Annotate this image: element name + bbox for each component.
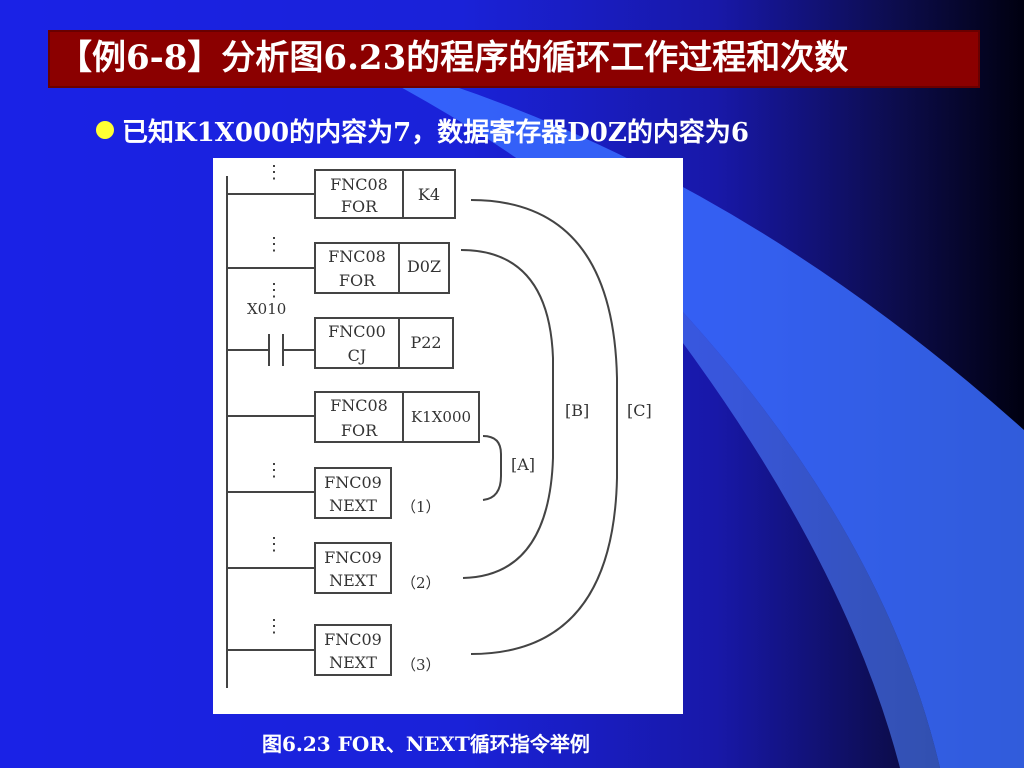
- operand-box-4: [402, 391, 480, 443]
- bullet-text: 已知K1X000的内容为7，数据寄存器D0Z的内容为6: [122, 117, 749, 148]
- ladder-diagram-figure: ⋮ ⋮ ⋮ ⋮ ⋮ ⋮ FNC08 FOR K4 FNC08 FOR D0Z X…: [213, 158, 683, 714]
- block-6-code: FNC09: [324, 548, 382, 567]
- rung-next-3: FNC09 NEXT （3）: [227, 624, 441, 676]
- title-bar: [48, 30, 980, 88]
- loop-bracket-a: [A]: [482, 435, 535, 501]
- ellipsis-4: ⋮: [265, 460, 283, 481]
- figure-caption: 图6.23 FOR、NEXT循环指令举例: [262, 732, 590, 756]
- next-tag-3: （3）: [401, 656, 441, 674]
- ellipsis-6: ⋮: [265, 616, 283, 637]
- rung-next-2: FNC09 NEXT （2）: [227, 542, 441, 594]
- loop-label-a: [A]: [511, 455, 535, 474]
- ellipsis-5: ⋮: [265, 534, 283, 555]
- instruction-box-7: [314, 624, 392, 676]
- block-2-code: FNC08: [328, 247, 386, 266]
- block-7-mnemonic: NEXT: [329, 653, 377, 672]
- operand-box-1: [402, 169, 456, 219]
- block-3-operand: P22: [410, 333, 441, 352]
- slide-title: 【例6-8】分析图6.23的程序的循环工作过程和次数: [58, 38, 849, 78]
- block-4-code: FNC08: [330, 396, 388, 415]
- block-3-mnemonic: CJ: [348, 346, 367, 365]
- bullet-dot-icon: [96, 121, 114, 139]
- block-6-mnemonic: NEXT: [329, 571, 377, 590]
- rung-for-k4: FNC08 FOR K4: [227, 169, 456, 219]
- operand-box-2: [398, 242, 450, 294]
- loop-label-c: [C]: [627, 401, 652, 420]
- block-2-operand: D0Z: [407, 257, 441, 276]
- bullet-item: 已知K1X000的内容为7，数据寄存器D0Z的内容为6: [96, 110, 749, 150]
- rung-next-1: FNC09 NEXT （1）: [227, 467, 441, 519]
- contact-label-x010: X010: [247, 300, 286, 318]
- block-1-code: FNC08: [330, 175, 388, 194]
- rung-for-k1x000: FNC08 FOR K1X000: [227, 391, 480, 443]
- next-tag-1: （1）: [401, 498, 441, 516]
- rung-for-d0z: FNC08 FOR D0Z: [227, 242, 450, 294]
- block-7-code: FNC09: [324, 630, 382, 649]
- rung-cj-p22: X010 FNC00 CJ P22: [227, 300, 454, 369]
- ellipsis-1: ⋮: [265, 162, 283, 183]
- instruction-box-5: [314, 467, 392, 519]
- block-5-mnemonic: NEXT: [329, 496, 377, 515]
- loop-bracket-c: [C]: [470, 199, 652, 655]
- ellipsis-3: ⋮: [265, 280, 283, 301]
- ladder-diagram: ⋮ ⋮ ⋮ ⋮ ⋮ ⋮ FNC08 FOR K4 FNC08 FOR D0Z X…: [226, 162, 652, 688]
- next-tag-2: （2）: [401, 574, 441, 592]
- operand-box-3: [398, 317, 454, 369]
- block-2-mnemonic: FOR: [339, 271, 376, 290]
- loop-label-b: [B]: [565, 401, 589, 420]
- loop-bracket-b: [B]: [460, 249, 589, 579]
- block-1-mnemonic: FOR: [341, 197, 378, 216]
- block-1-operand: K4: [418, 185, 440, 204]
- block-3-code: FNC00: [328, 322, 386, 341]
- instruction-box-6: [314, 542, 392, 594]
- ellipsis-2: ⋮: [265, 234, 283, 255]
- block-4-operand: K1X000: [411, 408, 471, 426]
- block-5-code: FNC09: [324, 473, 382, 492]
- block-4-mnemonic: FOR: [341, 421, 378, 440]
